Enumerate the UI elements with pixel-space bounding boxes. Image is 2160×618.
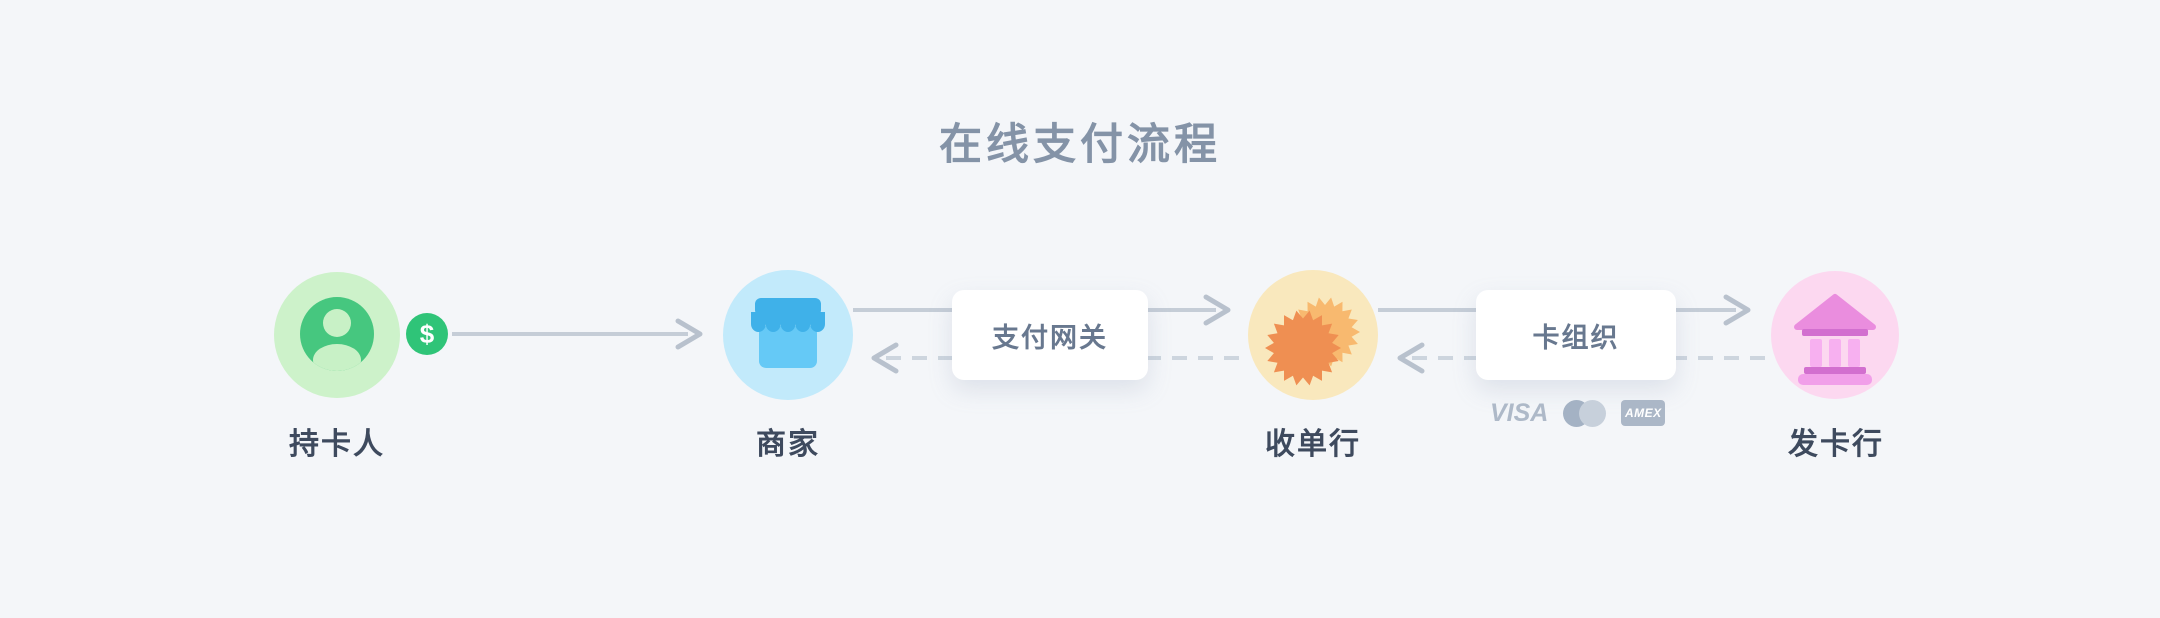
user-icon bbox=[300, 297, 374, 371]
store-icon bbox=[751, 298, 825, 368]
visa-logo: VISA bbox=[1490, 398, 1549, 427]
node-label-acquirer: 收单行 bbox=[1265, 428, 1361, 461]
mastercard-icon bbox=[1563, 399, 1607, 427]
page-title: 在线支付流程 bbox=[939, 121, 1221, 169]
node-cardholder bbox=[274, 272, 400, 398]
payment-gateway-label: 支付网关 bbox=[992, 322, 1108, 353]
bank-icon bbox=[1794, 294, 1876, 385]
node-label-cardholder: 持卡人 bbox=[289, 428, 385, 461]
node-acquirer bbox=[1248, 270, 1378, 400]
money-badge: $ bbox=[406, 313, 448, 355]
card-network-label: 卡组织 bbox=[1532, 322, 1620, 353]
arrow-acquirer-to-merchant-return bbox=[871, 342, 1248, 374]
payment-gateway-box: 支付网关 bbox=[952, 290, 1148, 380]
arrow-cardholder-to-merchant bbox=[452, 318, 703, 350]
card-scheme-logos: VISA AMEX bbox=[1490, 398, 1666, 428]
arrow-issuer-to-acquirer-return bbox=[1397, 342, 1772, 374]
node-label-issuer: 发卡行 bbox=[1788, 428, 1884, 461]
amex-logo: AMEX bbox=[1621, 400, 1666, 426]
node-merchant bbox=[723, 270, 853, 400]
node-issuer bbox=[1771, 271, 1899, 399]
mastercard-right-circle bbox=[1579, 399, 1607, 427]
card-network-box: 卡组织 bbox=[1476, 290, 1676, 380]
node-label-merchant: 商家 bbox=[756, 428, 820, 461]
gears-icon bbox=[1265, 297, 1360, 386]
